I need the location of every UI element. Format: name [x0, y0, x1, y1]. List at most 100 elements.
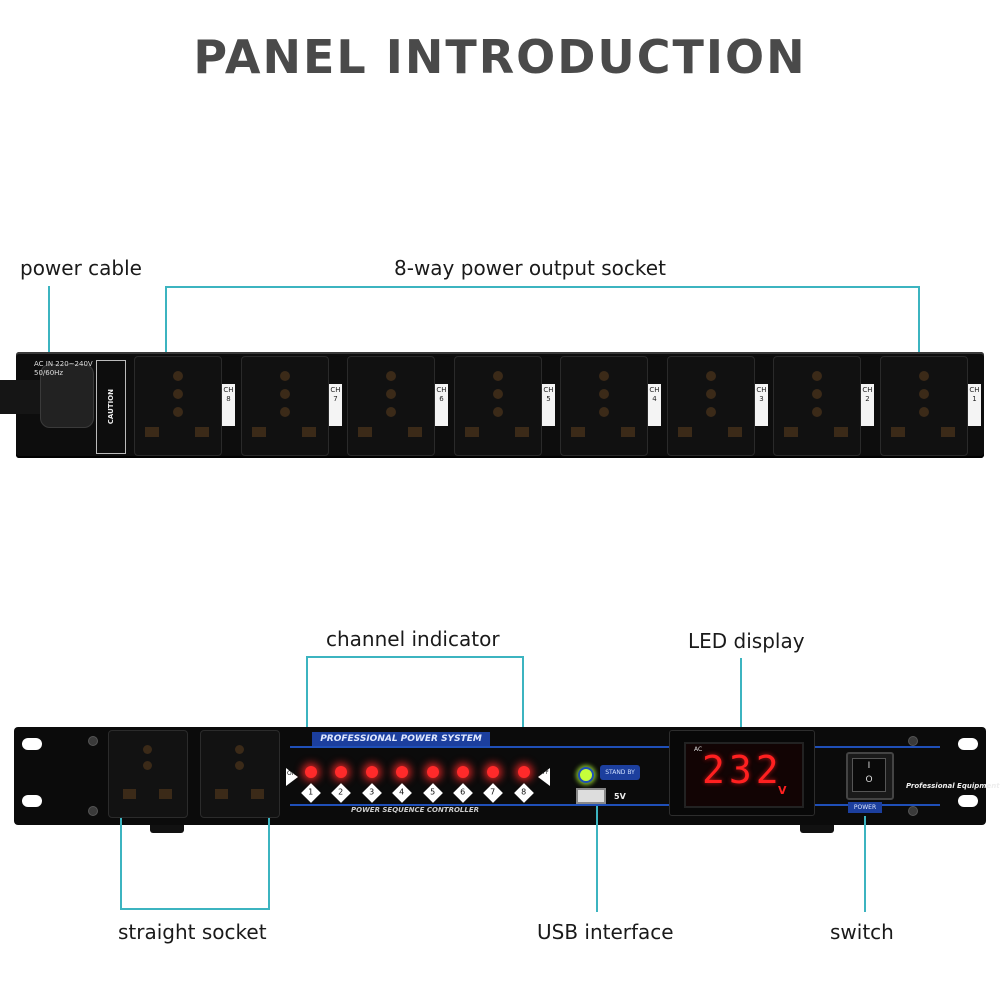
- channel-tag: CH 3: [755, 384, 768, 426]
- outlet-hole: [493, 407, 503, 417]
- outlet-hole: [493, 389, 503, 399]
- outlet-hole: [386, 407, 396, 417]
- channel-number-text: 2: [338, 788, 344, 797]
- channel-number-text: 8: [521, 788, 527, 797]
- outlet-hole: [173, 389, 183, 399]
- callout-line-channel-right: [522, 656, 524, 744]
- outlet-hole: [493, 371, 503, 381]
- outlet-hole: [280, 389, 290, 399]
- rear-outlet[interactable]: [773, 356, 861, 456]
- callout-straight-socket: straight socket: [118, 920, 267, 944]
- channel-tag: CH 5: [542, 384, 555, 426]
- display-ac-label: AC: [694, 746, 703, 753]
- outlet-hole: [173, 371, 183, 381]
- callout-line-straight-bottom: [120, 908, 270, 910]
- callout-line-led: [740, 658, 742, 740]
- caution-text: CAUTION: [107, 389, 115, 425]
- rear-outlet[interactable]: [241, 356, 329, 456]
- outlet-hole: [706, 407, 716, 417]
- page-title: PANEL INTRODUCTION: [193, 30, 807, 84]
- channel-number-text: 1: [308, 788, 314, 797]
- outlet-hole: [812, 371, 822, 381]
- outlet-slot: [302, 427, 316, 437]
- screw: [908, 736, 918, 746]
- channel-led: [396, 766, 408, 778]
- usb-port[interactable]: [576, 788, 606, 804]
- outlet-slot: [515, 427, 529, 437]
- outlet-hole: [143, 745, 152, 754]
- outlet-slot: [145, 427, 159, 437]
- led-display: [684, 742, 804, 808]
- outlet-slot: [159, 789, 172, 799]
- front-outlet-1[interactable]: [108, 730, 188, 818]
- outlet-slot: [215, 789, 228, 799]
- callout-line-output-right: [918, 286, 920, 356]
- callout-line-straight-left: [120, 818, 122, 910]
- channel-tag: CH 6: [435, 384, 448, 426]
- callout-line-channel-top: [306, 656, 524, 658]
- system-banner: PROFESSIONAL POWER SYSTEM: [312, 732, 490, 746]
- channel-tag: CH 4: [648, 384, 661, 426]
- channel-led: [366, 766, 378, 778]
- rear-outlet[interactable]: [454, 356, 542, 456]
- outlet-slot: [408, 427, 422, 437]
- callout-line-power-cable: [48, 286, 50, 396]
- callout-power-cable: power cable: [20, 256, 142, 280]
- off-label: OFF: [539, 770, 549, 776]
- outlet-slot: [358, 427, 372, 437]
- outlet-slot: [784, 427, 798, 437]
- callout-line-output-top: [165, 286, 920, 288]
- rear-outlet[interactable]: [134, 356, 222, 456]
- caution-label: CAUTION: [96, 360, 126, 454]
- outlet-hole: [919, 407, 929, 417]
- cable-gland: [40, 364, 94, 428]
- channel-number-text: 5: [430, 788, 436, 797]
- callout-led-display: LED display: [688, 629, 805, 653]
- channel-led: [427, 766, 439, 778]
- outlet-slot: [621, 427, 635, 437]
- rear-outlet[interactable]: [667, 356, 755, 456]
- rear-outlet[interactable]: [347, 356, 435, 456]
- outlet-hole: [143, 761, 152, 770]
- callout-line-switch: [864, 816, 866, 912]
- sequence-label: POWER SEQUENCE CONTROLLER: [350, 806, 480, 814]
- outlet-hole: [386, 389, 396, 399]
- callout-usb-interface: USB interface: [537, 920, 674, 944]
- rear-outlet[interactable]: [560, 356, 648, 456]
- decor-stripe: [290, 746, 940, 748]
- callout-channel-indicator: channel indicator: [326, 627, 500, 651]
- channel-led: [305, 766, 317, 778]
- standby-led: [578, 767, 594, 783]
- rear-outlet[interactable]: [880, 356, 968, 456]
- callout-switch: switch: [830, 920, 894, 944]
- channel-tag: CH 2: [861, 384, 874, 426]
- outlet-slot: [123, 789, 136, 799]
- channel-tag: CH 7: [329, 384, 342, 426]
- screw: [88, 806, 98, 816]
- off-arrow-icon: [538, 768, 550, 786]
- outlet-slot: [571, 427, 585, 437]
- switch-rocker[interactable]: I O: [852, 758, 886, 792]
- outlet-slot: [834, 427, 848, 437]
- screw: [908, 806, 918, 816]
- switch-on-mark: I: [867, 761, 871, 771]
- outlet-hole: [599, 407, 609, 417]
- outlet-hole: [599, 371, 609, 381]
- outlet-hole: [812, 407, 822, 417]
- outlet-hole: [280, 407, 290, 417]
- front-outlet-2[interactable]: [200, 730, 280, 818]
- brand-label: Professional Equipment: [906, 782, 1000, 790]
- outlet-hole: [919, 371, 929, 381]
- outlet-slot: [728, 427, 742, 437]
- standby-button[interactable]: STAND BY: [600, 765, 640, 780]
- outlet-slot: [251, 789, 264, 799]
- channel-led: [457, 766, 469, 778]
- screw: [88, 736, 98, 746]
- decor-stripe: [290, 804, 940, 806]
- callout-line-usb: [596, 806, 598, 912]
- callout-line-output-left: [165, 286, 167, 356]
- channel-number-text: 7: [490, 788, 496, 797]
- channel-number-text: 6: [460, 788, 466, 797]
- ac-input-label: AC IN 220~240V 50/60Hz: [34, 360, 93, 377]
- outlet-hole: [706, 371, 716, 381]
